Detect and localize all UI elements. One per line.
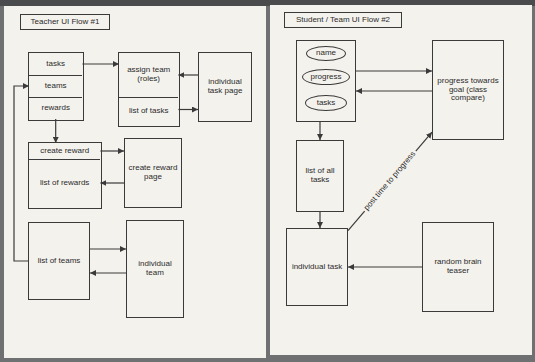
flow-arrow bbox=[356, 70, 432, 71]
flow-arrow bbox=[82, 63, 119, 64]
flow-arrow bbox=[348, 266, 422, 267]
flow-arrow bbox=[100, 182, 124, 183]
flow-arrow bbox=[178, 109, 198, 110]
page-box: list of teams bbox=[28, 222, 90, 300]
page-box: assign team (roles) list of tasks bbox=[118, 52, 180, 127]
node-text: individual team bbox=[130, 260, 180, 278]
title-box: Teacher UI Flow #1 bbox=[20, 14, 110, 30]
page-box: individual task bbox=[286, 228, 348, 306]
page-section: list of tasks bbox=[119, 97, 178, 125]
node-text: teams bbox=[45, 82, 67, 91]
flow-arrow bbox=[14, 86, 29, 261]
page-box: individual team bbox=[126, 220, 184, 318]
flow-arrow bbox=[90, 248, 126, 249]
node-text: tasks bbox=[317, 99, 336, 108]
home-box: name progress tasks bbox=[296, 40, 356, 122]
node-text: create reward page bbox=[128, 164, 178, 182]
paper-left bbox=[4, 6, 266, 358]
state-oval: progress bbox=[302, 69, 350, 85]
menu-section: rewards bbox=[29, 97, 82, 119]
menu-box: tasks teams rewards bbox=[28, 52, 84, 121]
state-oval: tasks bbox=[305, 95, 347, 111]
node-text: list of rewards bbox=[40, 179, 89, 188]
paper-right bbox=[270, 5, 532, 355]
node-text: Student / Team UI Flow #2 bbox=[296, 16, 390, 25]
page-section: create reward bbox=[29, 143, 100, 159]
node-text: random brain teaser bbox=[426, 258, 490, 276]
menu-section: tasks bbox=[29, 53, 82, 75]
flow-arrow bbox=[90, 272, 126, 273]
flow-arrow bbox=[100, 150, 124, 151]
flow-arrow bbox=[178, 74, 198, 75]
flow-arrow bbox=[348, 132, 432, 230]
node-text: assign team (roles) bbox=[122, 66, 175, 84]
node-text: list of teams bbox=[38, 257, 81, 266]
page-box: random brain teaser bbox=[422, 222, 494, 312]
node-text: tasks bbox=[46, 60, 65, 69]
edge-label: post time to progress bbox=[361, 149, 419, 215]
page-box: create reward list of rewards bbox=[28, 142, 102, 209]
node-text: list of all tasks bbox=[300, 167, 340, 185]
state-oval: name bbox=[306, 46, 346, 61]
page-section: list of rewards bbox=[29, 159, 100, 207]
page-box: progress towards goal (class compare) bbox=[432, 40, 504, 140]
title-box: Student / Team UI Flow #2 bbox=[284, 12, 402, 28]
page-box: create reward page bbox=[124, 138, 182, 208]
flow-arrow bbox=[319, 122, 320, 140]
flow-arrow bbox=[55, 119, 56, 143]
page-box: list of all tasks bbox=[296, 140, 344, 212]
node-text: create reward bbox=[40, 147, 89, 156]
node-text: Teacher UI Flow #1 bbox=[31, 18, 100, 27]
menu-section: teams bbox=[29, 75, 82, 97]
page-box: individual task page bbox=[198, 52, 252, 122]
node-text: individual task page bbox=[202, 78, 248, 96]
flow-arrow bbox=[319, 212, 320, 228]
node-text: rewards bbox=[41, 104, 69, 113]
node-text: progress bbox=[310, 73, 341, 82]
node-text: progress towards goal (class compare) bbox=[436, 77, 500, 103]
node-text: name bbox=[316, 49, 336, 58]
flow-arrow bbox=[356, 90, 432, 91]
node-text: individual task bbox=[292, 263, 342, 272]
node-text: list of tasks bbox=[129, 107, 169, 116]
page-section: assign team (roles) bbox=[119, 53, 178, 97]
